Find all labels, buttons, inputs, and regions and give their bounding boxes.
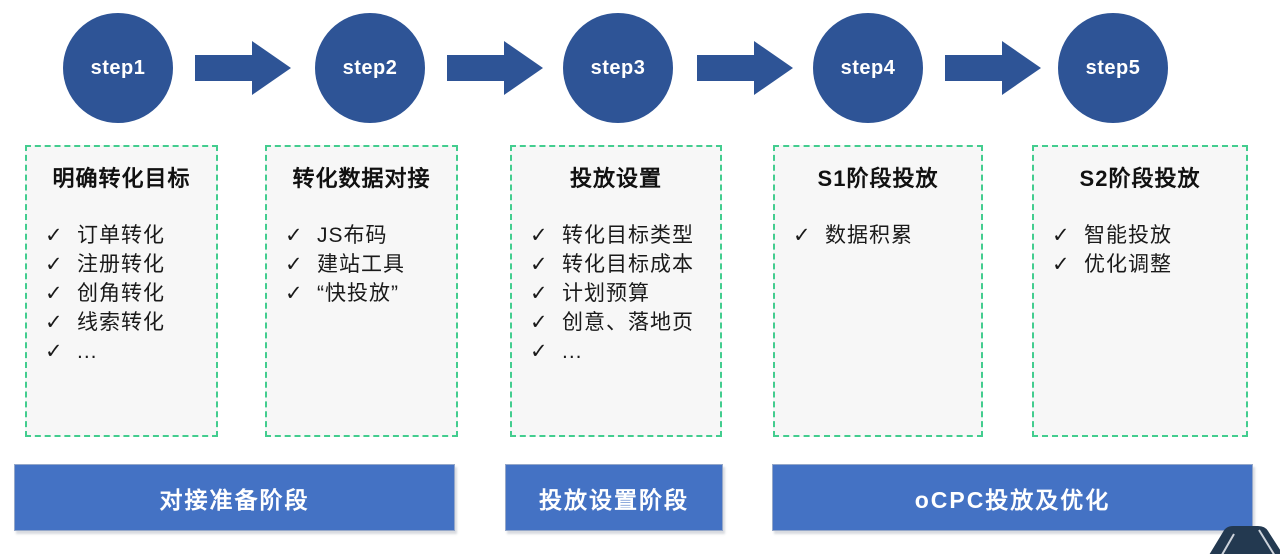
step4-circle: step4 xyxy=(813,13,923,123)
step1-check-list: ✓ 订单转化 ✓ 注册转化 ✓ 创角转化 ✓ 线索转化 ✓... xyxy=(35,221,208,366)
check-item: ✓ 计划预算 xyxy=(530,279,712,308)
check-icon: ✓ xyxy=(1052,253,1071,276)
check-icon: ✓ xyxy=(285,282,304,305)
check-item-label: 建站工具 xyxy=(317,253,405,276)
right-arrow-icon xyxy=(447,40,544,96)
stage-bar-ocpc-optimization: oCPC投放及优化 xyxy=(772,464,1253,531)
step5-check-list: ✓ 智能投放 ✓ 优化调整 xyxy=(1042,221,1238,279)
step4-label: step4 xyxy=(840,56,896,79)
check-icon: ✓ xyxy=(530,224,549,247)
check-item: ✓ 创角转化 xyxy=(45,279,208,308)
check-icon: ✓ xyxy=(45,340,64,363)
stage-bar-preparation: 对接准备阶段 xyxy=(14,464,455,531)
check-item-label: 转化目标类型 xyxy=(562,224,694,247)
step1-label: step1 xyxy=(90,56,146,79)
step5-detail-box: S2阶段投放 ✓ 智能投放 ✓ 优化调整 xyxy=(1032,145,1248,437)
step2-check-list: ✓ JS布码 ✓ 建站工具 ✓ “快投放” xyxy=(275,221,448,308)
step2-detail-box: 转化数据对接 ✓ JS布码 ✓ 建站工具 ✓ “快投放” xyxy=(265,145,458,437)
check-item: ✓ 线索转化 xyxy=(45,308,208,337)
check-item-label: 计划预算 xyxy=(562,282,650,305)
check-item-label: 智能投放 xyxy=(1084,224,1172,247)
check-icon: ✓ xyxy=(530,311,549,334)
check-icon: ✓ xyxy=(793,224,812,247)
right-arrow-icon xyxy=(195,40,292,96)
step4-box-title: S1阶段投放 xyxy=(817,166,939,191)
check-item: ✓ 转化目标类型 xyxy=(530,221,712,250)
step5-label: step5 xyxy=(1085,56,1141,79)
check-item-label: 创角转化 xyxy=(77,282,165,305)
corner-shield-icon xyxy=(1192,524,1280,554)
check-icon: ✓ xyxy=(1052,224,1071,247)
check-item-label: 创意、落地页 xyxy=(562,311,694,334)
check-icon: ✓ xyxy=(45,282,64,305)
check-item: ✓ 数据积累 xyxy=(793,221,973,250)
step2-circle: step2 xyxy=(315,13,425,123)
check-item: ✓ “快投放” xyxy=(285,279,448,308)
step1-box-title: 明确转化目标 xyxy=(52,166,191,191)
check-item: ✓ 智能投放 xyxy=(1052,221,1238,250)
check-item: ✓... xyxy=(530,337,712,366)
check-item-label: “快投放” xyxy=(317,282,399,305)
check-item-label: 优化调整 xyxy=(1084,253,1172,276)
check-item-label: JS布码 xyxy=(317,224,388,247)
step2-box-title: 转化数据对接 xyxy=(292,166,431,191)
step3-check-list: ✓ 转化目标类型 ✓ 转化目标成本 ✓ 计划预算 ✓ 创意、落地页 ✓... xyxy=(520,221,712,366)
check-item: ✓ JS布码 xyxy=(285,221,448,250)
check-item: ✓... xyxy=(45,337,208,366)
check-icon: ✓ xyxy=(285,253,304,276)
right-arrow-icon xyxy=(697,40,794,96)
step1-circle: step1 xyxy=(63,13,173,123)
check-icon: ✓ xyxy=(285,224,304,247)
check-item-label: 订单转化 xyxy=(77,224,165,247)
check-item: ✓ 注册转化 xyxy=(45,250,208,279)
step4-check-list: ✓ 数据积累 xyxy=(783,221,973,250)
stage-bar-label: 投放设置阶段 xyxy=(539,486,689,513)
check-item: ✓ 优化调整 xyxy=(1052,250,1238,279)
stage-bar-setup: 投放设置阶段 xyxy=(505,464,723,531)
step3-label: step3 xyxy=(590,56,646,79)
step2-label: step2 xyxy=(342,56,398,79)
check-item-label: 数据积累 xyxy=(825,224,913,247)
check-icon: ✓ xyxy=(530,282,549,305)
check-item-label: 转化目标成本 xyxy=(562,253,694,276)
check-item: ✓ 订单转化 xyxy=(45,221,208,250)
step3-circle: step3 xyxy=(563,13,673,123)
check-item-label: ... xyxy=(77,340,98,363)
check-icon: ✓ xyxy=(45,224,64,247)
stage-bar-label: oCPC投放及优化 xyxy=(914,486,1111,513)
step5-box-title: S2阶段投放 xyxy=(1079,166,1201,191)
check-icon: ✓ xyxy=(530,340,549,363)
check-item-label: 注册转化 xyxy=(77,253,165,276)
check-item: ✓ 建站工具 xyxy=(285,250,448,279)
step3-box-title: 投放设置 xyxy=(569,166,662,191)
stage-bar-label: 对接准备阶段 xyxy=(159,486,310,513)
check-icon: ✓ xyxy=(45,311,64,334)
check-item-label: 线索转化 xyxy=(77,311,165,334)
check-icon: ✓ xyxy=(45,253,64,276)
check-item: ✓ 转化目标成本 xyxy=(530,250,712,279)
right-arrow-icon xyxy=(945,40,1042,96)
check-item-label: ... xyxy=(562,340,583,363)
step1-detail-box: 明确转化目标 ✓ 订单转化 ✓ 注册转化 ✓ 创角转化 ✓ 线索转化 ✓... xyxy=(25,145,218,437)
step4-detail-box: S1阶段投放 ✓ 数据积累 xyxy=(773,145,983,437)
step5-circle: step5 xyxy=(1058,13,1168,123)
check-item: ✓ 创意、落地页 xyxy=(530,308,712,337)
check-icon: ✓ xyxy=(530,253,549,276)
step3-detail-box: 投放设置 ✓ 转化目标类型 ✓ 转化目标成本 ✓ 计划预算 ✓ 创意、落地页 ✓... xyxy=(510,145,722,437)
